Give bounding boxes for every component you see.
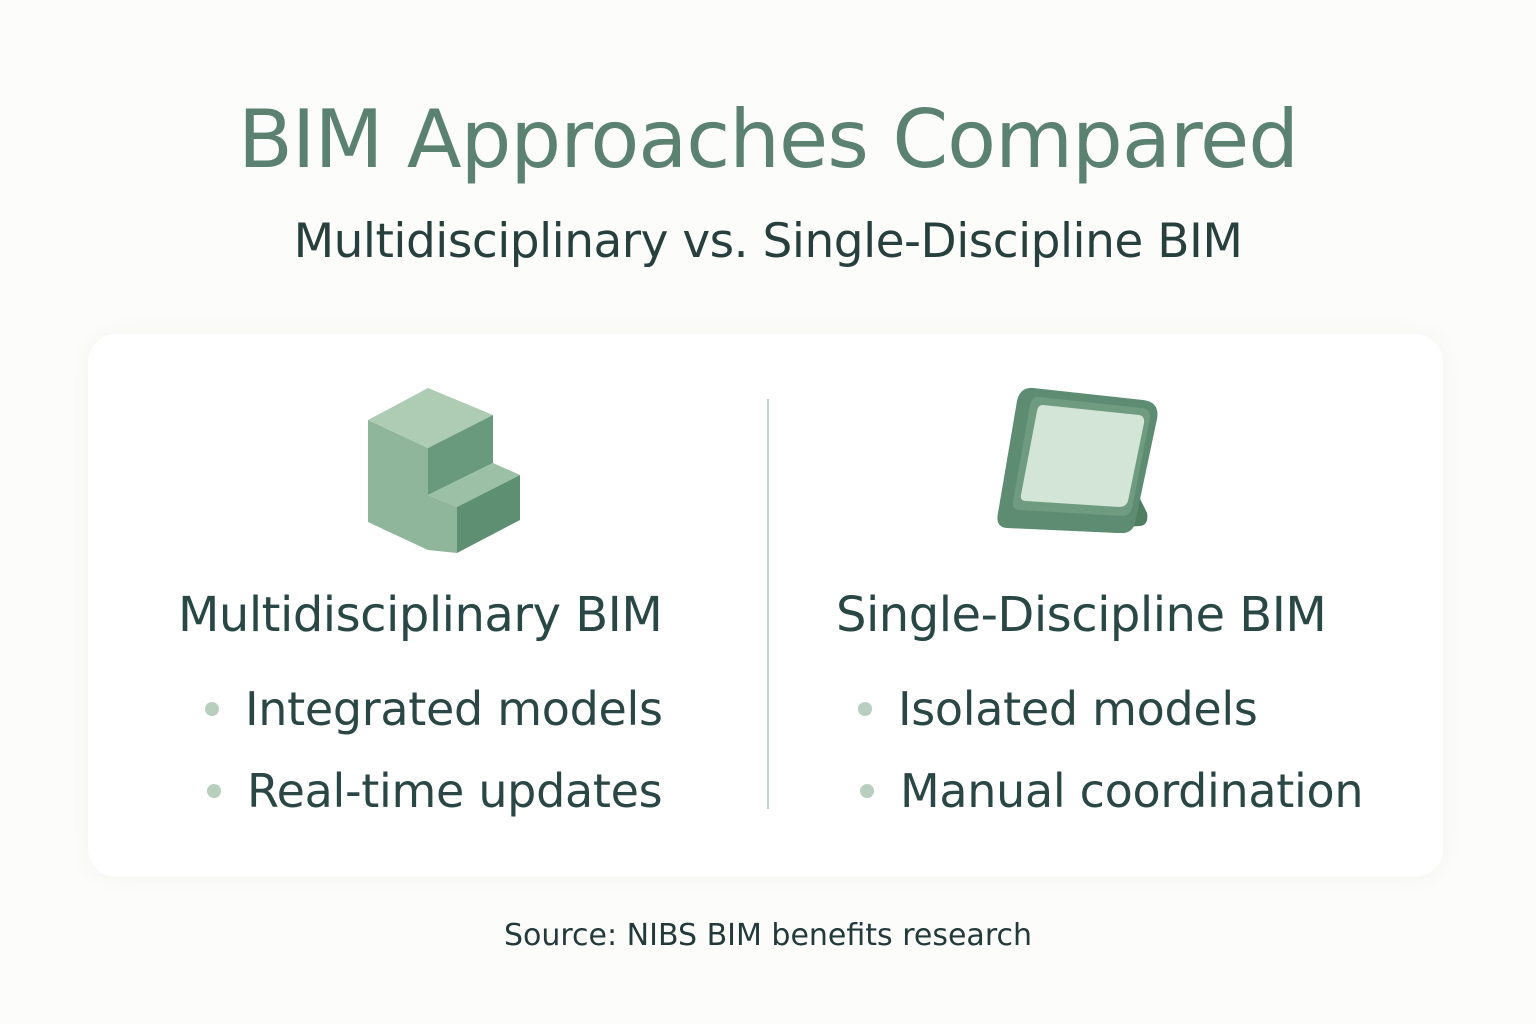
list-item-label: Isolated models: [898, 682, 1258, 736]
comparison-card: [88, 334, 1443, 877]
multidisciplinary-heading: Multidisciplinary BIM: [178, 587, 663, 643]
page-title: BIM Approaches Compared: [237, 93, 1299, 186]
column-divider: [767, 399, 769, 809]
list-item-label: Real-time updates: [247, 764, 663, 818]
bullet-dot-icon: [207, 784, 221, 798]
tablet-stand-icon: [995, 383, 1160, 534]
list-item: Integrated models: [205, 681, 663, 737]
stepped-block-icon: [365, 385, 525, 555]
bullet-dot-icon: [858, 702, 872, 716]
source-citation: Source: NIBS BIM benefits research: [503, 918, 1033, 953]
list-item: Manual coordination: [860, 763, 1364, 819]
bullet-dot-icon: [860, 784, 874, 798]
single-discipline-heading: Single-Discipline BIM: [836, 587, 1327, 643]
list-item-label: Manual coordination: [900, 764, 1364, 818]
list-item: Isolated models: [858, 681, 1258, 737]
bullet-dot-icon: [205, 702, 219, 716]
list-item: Real-time updates: [207, 763, 663, 819]
page-subtitle: Multidisciplinary vs. Single-Discipline …: [293, 214, 1243, 269]
list-item-label: Integrated models: [245, 682, 663, 736]
